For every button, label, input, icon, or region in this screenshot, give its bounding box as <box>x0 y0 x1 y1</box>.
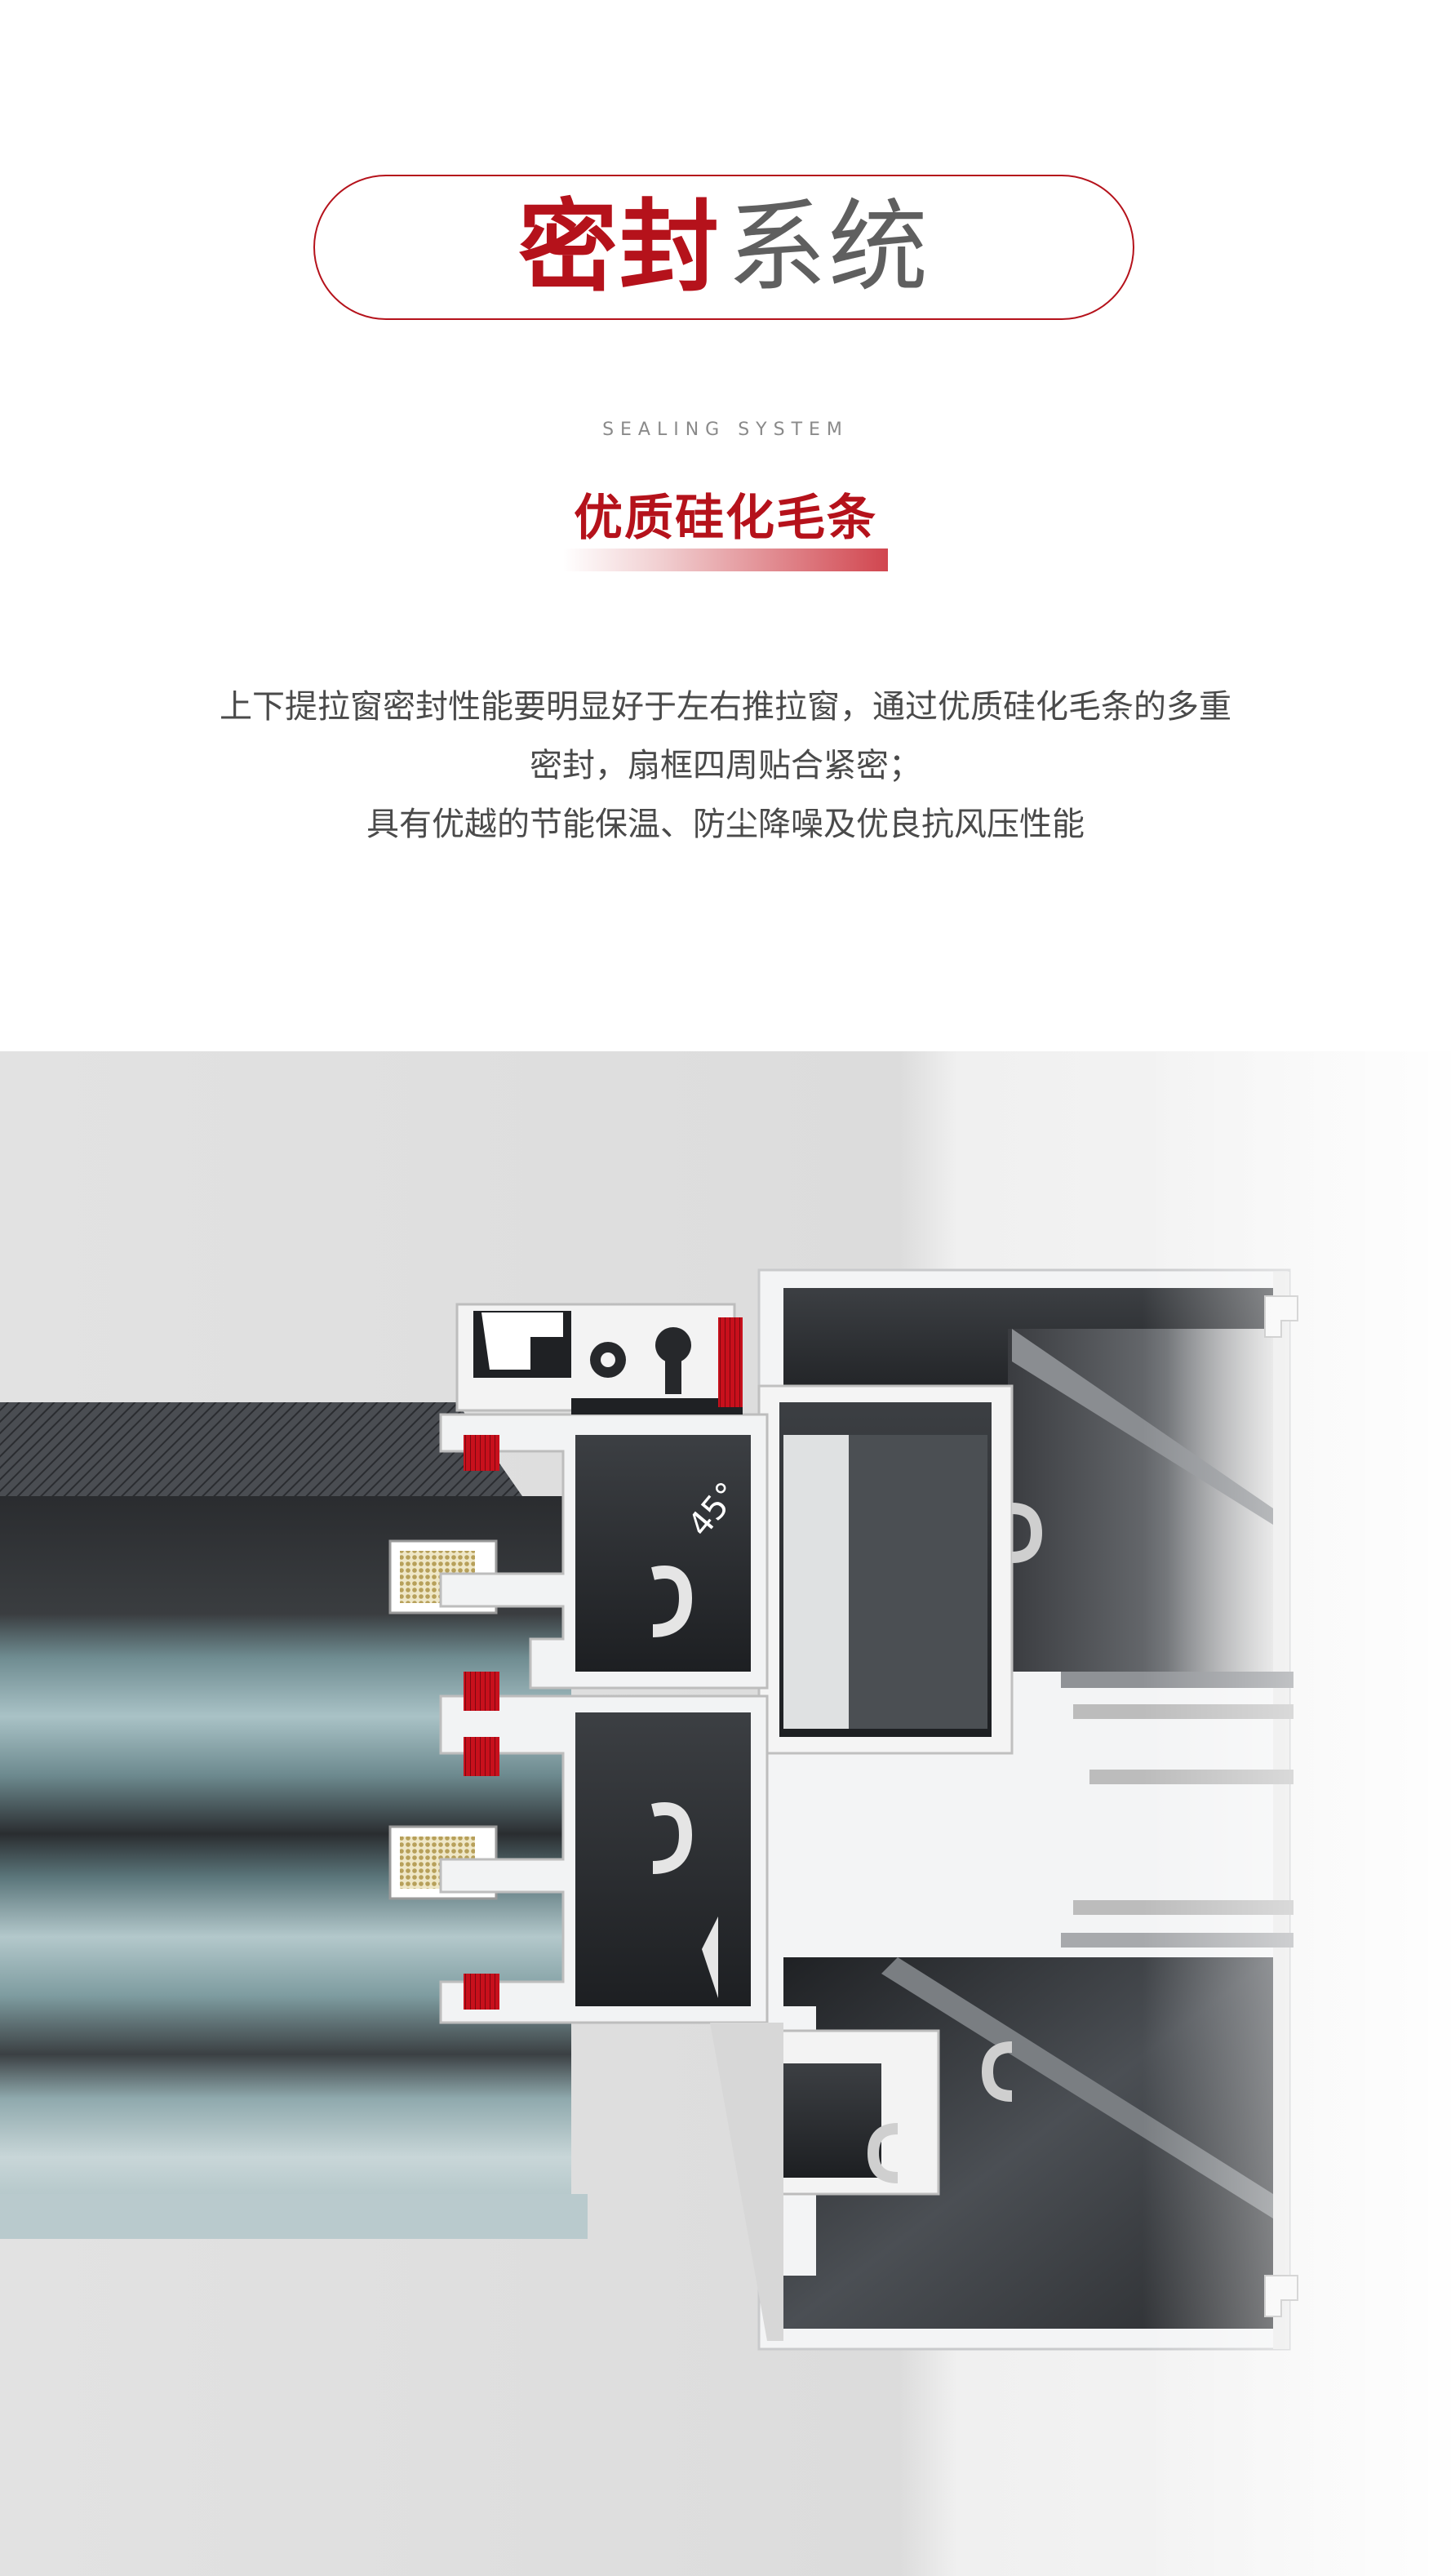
sill-profile <box>710 2023 940 2341</box>
section-subtitle-english: SEALING SYSTEM <box>602 420 849 440</box>
description-line: 密封，扇框四周贴合紧密； <box>530 747 921 784</box>
section-title-emphasis: 密封 <box>518 189 721 305</box>
glass-panel <box>0 1402 588 2239</box>
silicone-brush-seals <box>464 1317 743 2010</box>
feature-title-underline <box>563 549 888 571</box>
feature-description: 上下提拉窗密封性能要明显好于左右推拉窗，通过优质硅化毛条的多重 密封，扇框四周贴… <box>122 677 1329 854</box>
description-line: 具有优越的节能保温、防尘降噪及优良抗风压性能 <box>366 806 1085 843</box>
window-profile-cross-section: 45° <box>0 1051 1451 2576</box>
sash-profile-lower <box>439 1694 769 2024</box>
section-title-pill: 密封 系统 <box>313 175 1134 320</box>
sash-profile-upper <box>439 1413 769 1690</box>
depth-fade-overlay <box>1143 1051 1451 2576</box>
head-profile <box>455 1303 743 1415</box>
description-line: 上下提拉窗密封性能要明显好于左右推拉窗，通过优质硅化毛条的多重 <box>220 688 1231 726</box>
feature-title: 优质硅化毛条 <box>574 490 877 547</box>
section-title-rest: 系统 <box>727 189 930 305</box>
feature-heading: 优质硅化毛条 <box>0 486 1451 550</box>
middle-frame-profile <box>757 1384 1293 2102</box>
